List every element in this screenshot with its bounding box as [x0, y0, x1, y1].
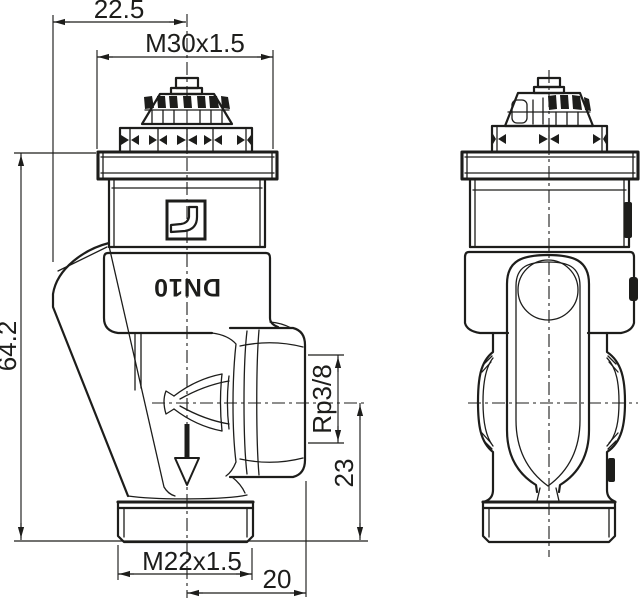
memo-collar: [118, 126, 254, 154]
side-head-flange: [460, 150, 640, 181]
side-lower-body: [476, 331, 627, 504]
dimension-port-thread: Rp3/8: [307, 354, 344, 444]
left-inlet-profile: [51, 241, 248, 500]
head-flange: [96, 150, 279, 181]
dim-port-center-label: 23: [329, 459, 359, 488]
dimension-head-offset: 22.5: [52, 0, 186, 262]
memo-mark-icon: [121, 127, 251, 153]
dimension-port-center: 23: [329, 403, 364, 540]
internal-cone: [163, 373, 230, 432]
flow-direction-arrow-icon: [174, 424, 200, 486]
side-view: [460, 70, 640, 557]
dimension-tail-thread: M22x1.5: [117, 545, 253, 580]
side-knurled-head: [503, 91, 595, 128]
knurled-head: [140, 92, 234, 126]
front-view: DN10: [51, 14, 368, 598]
dim-port-thread-label: Rp3/8: [307, 364, 337, 433]
dimension-port-depth: 20: [187, 481, 307, 597]
dim-total-height-label: 64.2: [0, 321, 22, 372]
dim-head-offset-label: 22.5: [94, 0, 145, 24]
dimension-total-height: 64.2: [0, 152, 368, 542]
dimension-head-thread: M30x1.5: [96, 28, 274, 149]
side-tail-thread: [481, 500, 617, 544]
dn10-marking: DN10: [153, 273, 221, 301]
side-upper-body: [468, 177, 632, 249]
side-clip-detail: [624, 202, 632, 238]
body-band: DN10: [102, 251, 280, 335]
side-clip-detail-3: [608, 458, 615, 482]
upper-body: [107, 177, 267, 249]
side-memo-collar: [490, 124, 609, 154]
dim-head-thread-label: M30x1.5: [145, 28, 245, 58]
dimensions: 22.5 M30x1.5 64.2 Rp3/8: [0, 0, 368, 597]
manufacturer-logo-icon: [165, 199, 207, 241]
side-clip-detail-2: [629, 277, 638, 301]
dim-port-depth-label: 20: [263, 564, 292, 594]
tail-thread: [116, 500, 255, 544]
side-front-port: [505, 253, 591, 502]
port-hex-nut: [211, 321, 307, 494]
dim-tail-thread-label: M22x1.5: [142, 546, 242, 576]
side-body-band: [463, 250, 638, 335]
